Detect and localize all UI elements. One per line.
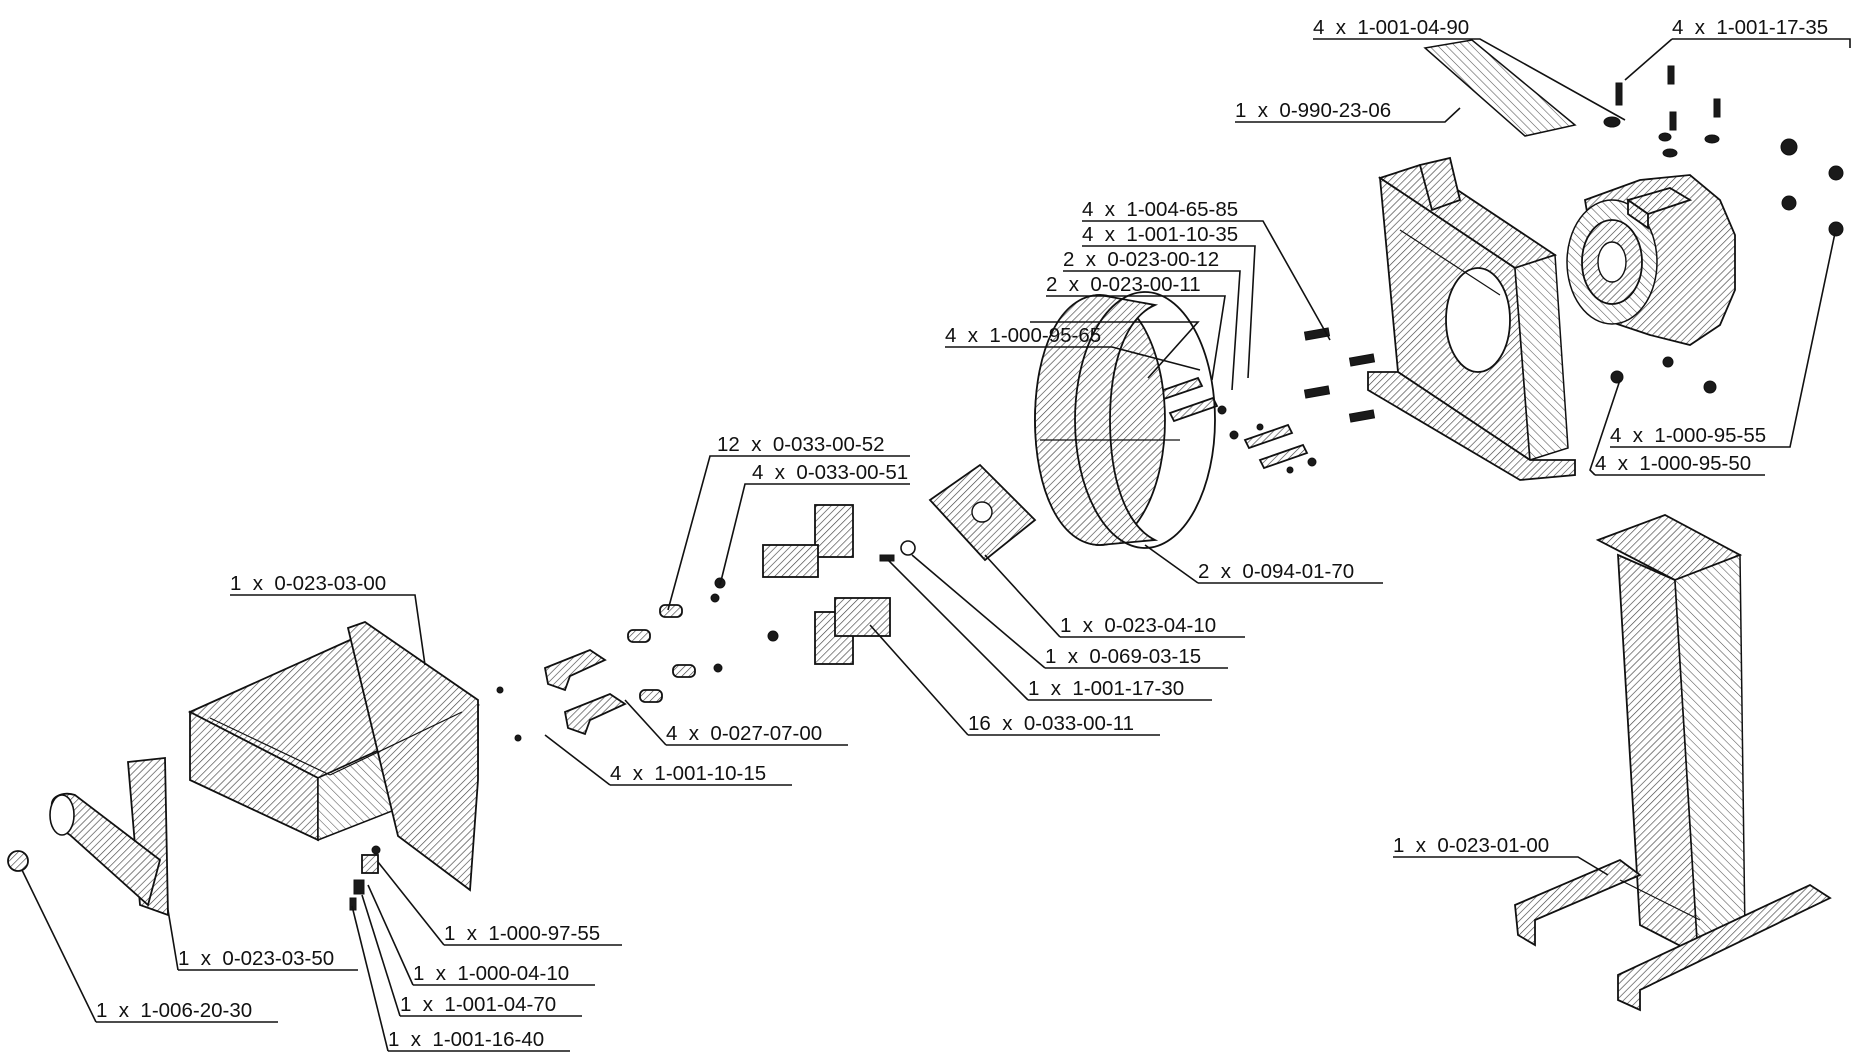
callout-c23: 1 x 0-023-03-50 <box>178 947 334 970</box>
callout-c16: 1 x 0-069-03-15 <box>1045 645 1201 668</box>
callout-c26: 1 x 1-006-20-30 <box>96 999 252 1022</box>
callout-c19: 4 x 0-027-07-00 <box>666 722 822 745</box>
callout-c18: 16 x 0-033-00-11 <box>968 712 1134 735</box>
callout-c1: 4 x 1-001-04-90 <box>1313 16 1469 39</box>
callout-c8: 4 x 1-000-95-65 <box>945 324 1101 347</box>
callout-c9: 4 x 1-000-95-55 <box>1610 424 1766 447</box>
chute <box>49 756 169 917</box>
callout-c13: 1 x 0-023-03-00 <box>230 572 386 595</box>
callout-c2: 4 x 1-001-17-35 <box>1672 16 1828 39</box>
callout-c15: 1 x 0-023-04-10 <box>1060 614 1216 637</box>
callout-c6: 2 x 0-023-00-12 <box>1063 248 1219 271</box>
callout-c12: 4 x 0-033-00-51 <box>752 461 908 484</box>
fan-ring <box>1034 291 1216 549</box>
callout-c3: 1 x 0-990-23-06 <box>1235 99 1391 122</box>
motor-bolts <box>1603 65 1844 394</box>
hopper <box>187 620 481 892</box>
fan-housing <box>1367 156 1576 481</box>
cover-plate <box>1423 39 1577 137</box>
parts-artwork <box>7 39 1844 1012</box>
callout-c7: 2 x 0-023-00-11 <box>1046 273 1201 296</box>
stand <box>1514 514 1832 1012</box>
callout-labels: 4 x 1-001-04-90 4 x 1-001-17-35 1 x 0-99… <box>96 16 1828 1051</box>
spring-stacks <box>762 504 891 665</box>
callout-c27: 1 x 1-001-16-40 <box>388 1028 544 1051</box>
callout-c5: 4 x 1-001-10-35 <box>1082 223 1238 246</box>
callout-c21: 1 x 0-023-01-00 <box>1393 834 1549 857</box>
callout-c17: 1 x 1-001-17-30 <box>1028 677 1184 700</box>
callout-c20: 4 x 1-001-10-15 <box>610 762 766 785</box>
callout-c4: 4 x 1-004-65-85 <box>1082 198 1238 221</box>
ball-knob <box>7 850 29 872</box>
callout-c24: 1 x 1-000-04-10 <box>413 962 569 985</box>
callout-c10: 4 x 1-000-95-50 <box>1595 452 1751 475</box>
callout-c14: 2 x 0-094-01-70 <box>1198 560 1354 583</box>
callout-c22: 1 x 1-000-97-55 <box>444 922 600 945</box>
housing-bolts <box>1303 327 1376 423</box>
rollers <box>496 577 779 742</box>
leader-lines <box>21 38 1851 1052</box>
fan-plate <box>879 463 1037 562</box>
callout-c11: 12 x 0-033-00-52 <box>717 433 885 456</box>
brackets <box>543 648 627 736</box>
callout-c25: 1 x 1-001-04-70 <box>400 993 556 1016</box>
motor <box>1566 174 1736 346</box>
hopper-latch-parts <box>349 845 381 911</box>
